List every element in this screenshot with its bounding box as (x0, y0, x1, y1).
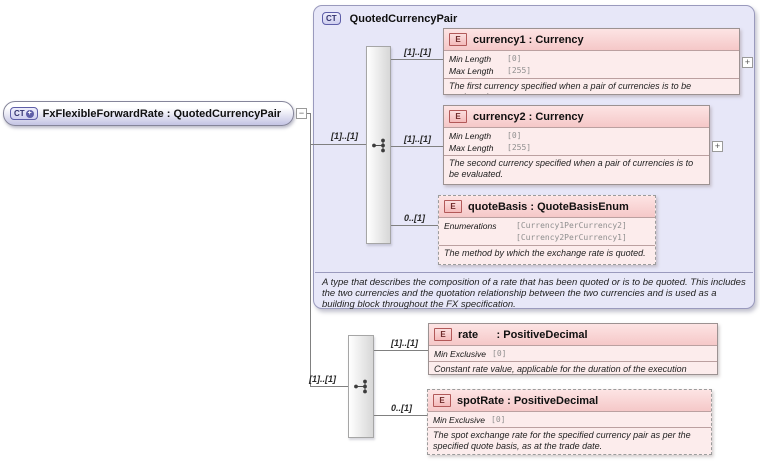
facet-value: [255] (507, 143, 532, 152)
connector-line (310, 386, 348, 387)
facet-row: Min Length [0] (449, 130, 704, 142)
cardinality-label: [1]..[1] (331, 131, 358, 141)
element-label: currency1 : Currency (473, 33, 584, 46)
element-badge-icon: E (434, 328, 452, 341)
element-label: currency2 : Currency (473, 110, 584, 123)
ct-badge-label: CT (326, 13, 337, 23)
facet-name: Min Length (449, 131, 492, 141)
complex-type-icon: CT (322, 12, 341, 25)
element-description: Constant rate value, applicable for the … (429, 361, 717, 374)
plus-circle-icon: + (25, 109, 34, 118)
facet-row: Min Length [0] (449, 53, 734, 65)
connector-line (391, 225, 438, 226)
element-description: The method by which the exchange rate is… (439, 245, 655, 264)
facet-row: Enumerations [Currency1PerCurrency2] [Cu… (444, 220, 650, 244)
element-box-rate: E rate : PositiveDecimal Min Exclusive [… (428, 323, 718, 375)
element-label: quoteBasis : QuoteBasisEnum (468, 200, 629, 213)
facet-value: [Currency2PerCurrency1] (516, 233, 627, 242)
cardinality-label: [1]..[1] (391, 338, 418, 348)
element-box-quotebasis: E quoteBasis : QuoteBasisEnum Enumeratio… (438, 195, 656, 265)
complex-type-description: A type that describes the composition of… (322, 277, 746, 311)
facet-row: Min Exclusive [0] (434, 348, 712, 360)
element-description: The second currency specified when a pai… (444, 155, 709, 184)
connector-line (307, 113, 311, 114)
sequence-icon (371, 138, 385, 152)
facet-value: [Currency1PerCurrency2] (516, 221, 627, 230)
connector-line (374, 415, 427, 416)
element-label: spotRate : PositiveDecimal (457, 394, 599, 407)
ct-badge-label: CT (14, 108, 25, 118)
facet-list: Min Exclusive [0] (429, 345, 717, 361)
element-box-currency2: E currency2 : Currency Min Length [0] Ma… (443, 105, 710, 185)
facet-name: Min Length (449, 54, 492, 64)
facet-name: Min Exclusive (433, 415, 485, 425)
facet-list: Min Length [0] Max Length [255] (444, 50, 739, 78)
facet-value: [0] (491, 415, 506, 424)
sequence-icon (354, 379, 367, 394)
collapse-button[interactable]: − (296, 108, 307, 119)
element-header: E spotRate : PositiveDecimal (428, 390, 711, 411)
facet-value-list: [Currency1PerCurrency2] [Currency2PerCur… (516, 220, 627, 244)
connector-line (374, 350, 428, 351)
facet-name: Max Length (449, 66, 494, 76)
cardinality-label: [1]..[1] (404, 47, 431, 57)
facet-list: Min Exclusive [0] (428, 411, 711, 427)
cardinality-label: 0..[1] (404, 213, 426, 223)
connector-line (310, 144, 366, 145)
facet-name: Max Length (449, 143, 494, 153)
element-description: The spot exchange rate for the specified… (428, 427, 711, 454)
cardinality-label: 0..[1] (391, 403, 413, 413)
element-header: E currency1 : Currency (444, 29, 739, 50)
connector-line (391, 59, 443, 60)
element-badge-icon: E (449, 110, 467, 123)
facet-value: [255] (507, 66, 532, 75)
element-description: The first currency specified when a pair… (444, 78, 739, 94)
sequence-group-indicator (348, 335, 374, 438)
connector-line (391, 146, 443, 147)
sequence-group-indicator (366, 46, 391, 244)
element-badge-icon: E (449, 33, 467, 46)
element-header: E quoteBasis : QuoteBasisEnum (439, 196, 655, 217)
element-box-currency1: E currency1 : Currency Min Length [0] Ma… (443, 28, 740, 95)
element-label: rate : PositiveDecimal (458, 328, 588, 341)
root-element-fxflexibleforwardrate: CT + FxFlexibleForwardRate : QuotedCurre… (3, 101, 294, 126)
element-badge-icon: E (444, 200, 462, 213)
facet-value: [0] (507, 131, 522, 140)
facet-value: [0] (507, 54, 522, 63)
expand-button[interactable]: + (742, 57, 753, 68)
facet-list: Min Length [0] Max Length [255] (444, 127, 709, 155)
expand-button[interactable]: + (712, 141, 723, 152)
facet-list: Enumerations [Currency1PerCurrency2] [Cu… (439, 217, 655, 245)
element-header: E rate : PositiveDecimal (429, 324, 717, 345)
root-element-label: FxFlexibleForwardRate : QuotedCurrencyPa… (42, 107, 282, 120)
complex-type-icon: CT + (10, 107, 38, 120)
complex-type-title: QuotedCurrencyPair (349, 12, 458, 25)
facet-name: Min Exclusive (434, 349, 486, 359)
facet-value: [0] (492, 349, 507, 358)
element-header: E currency2 : Currency (444, 106, 709, 127)
element-badge-icon: E (433, 394, 451, 407)
connector-line (310, 113, 311, 387)
facet-name: Enumerations (444, 221, 497, 231)
complex-type-header: CT QuotedCurrencyPair (322, 12, 457, 25)
cardinality-label: [1]..[1] (309, 374, 336, 384)
facet-row: Max Length [255] (449, 65, 734, 77)
cardinality-label: [1]..[1] (404, 134, 431, 144)
element-box-spotrate: E spotRate : PositiveDecimal Min Exclusi… (427, 389, 712, 455)
facet-row: Min Exclusive [0] (433, 414, 706, 426)
facet-row: Max Length [255] (449, 142, 704, 154)
divider (315, 272, 753, 273)
